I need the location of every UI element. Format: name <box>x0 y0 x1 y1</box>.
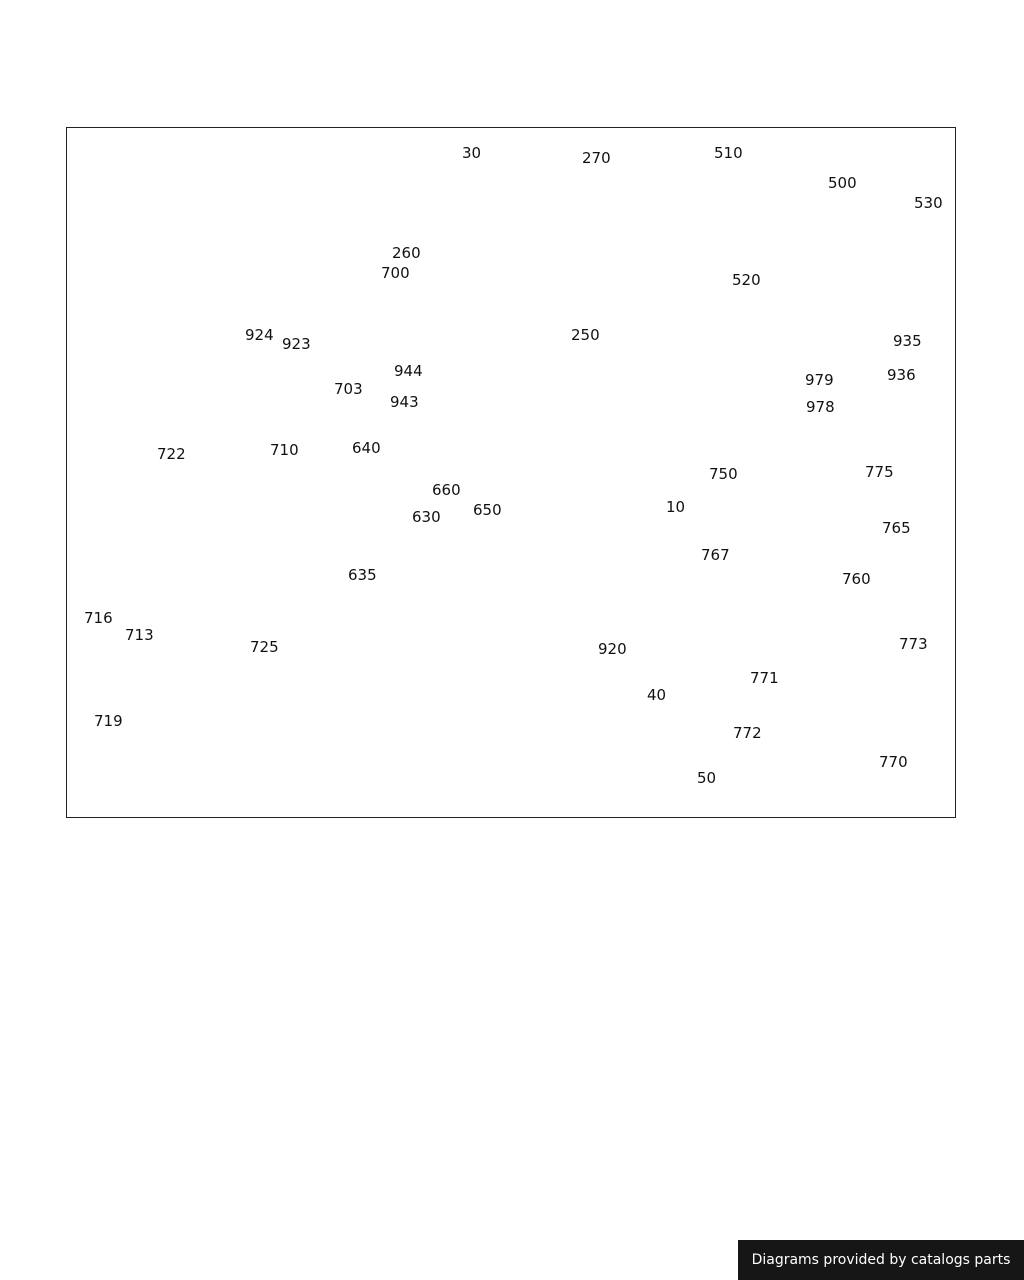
callout-640: 640 <box>352 439 381 457</box>
callout-719: 719 <box>94 712 123 730</box>
callout-716: 716 <box>84 609 113 627</box>
callout-510: 510 <box>714 144 743 162</box>
callout-703: 703 <box>334 380 363 398</box>
callout-722: 722 <box>157 445 186 463</box>
callout-50: 50 <box>697 769 717 787</box>
callout-710: 710 <box>270 441 299 459</box>
callout-772: 772 <box>733 724 762 742</box>
callout-944: 944 <box>394 362 423 380</box>
callout-520: 520 <box>732 271 761 289</box>
callout-270: 270 <box>582 149 611 167</box>
callout-10: 10 <box>666 498 686 516</box>
callout-630: 630 <box>412 508 441 526</box>
callout-30: 30 <box>462 144 482 162</box>
callout-935: 935 <box>893 332 922 350</box>
callout-250: 250 <box>571 326 600 344</box>
callout-978: 978 <box>806 398 835 416</box>
callout-936: 936 <box>887 366 916 384</box>
callout-500: 500 <box>828 174 857 192</box>
callout-943: 943 <box>390 393 419 411</box>
callout-771: 771 <box>750 669 779 687</box>
callout-924: 924 <box>245 326 274 344</box>
callout-725: 725 <box>250 638 279 656</box>
callout-660: 660 <box>432 481 461 499</box>
callout-713: 713 <box>125 626 154 644</box>
callout-760: 760 <box>842 570 871 588</box>
callout-750: 750 <box>709 465 738 483</box>
callout-767: 767 <box>701 546 730 564</box>
callout-260: 260 <box>392 244 421 262</box>
callout-650: 650 <box>473 501 502 519</box>
callout-920: 920 <box>598 640 627 658</box>
callout-923: 923 <box>282 335 311 353</box>
callout-770: 770 <box>879 753 908 771</box>
diagram-frame <box>66 127 956 818</box>
credit-banner: Diagrams provided by catalogs parts <box>738 1240 1024 1280</box>
callout-635: 635 <box>348 566 377 584</box>
callout-765: 765 <box>882 519 911 537</box>
callout-530: 530 <box>914 194 943 212</box>
callout-773: 773 <box>899 635 928 653</box>
callout-979: 979 <box>805 371 834 389</box>
callout-40: 40 <box>647 686 667 704</box>
callout-775: 775 <box>865 463 894 481</box>
callout-700: 700 <box>381 264 410 282</box>
